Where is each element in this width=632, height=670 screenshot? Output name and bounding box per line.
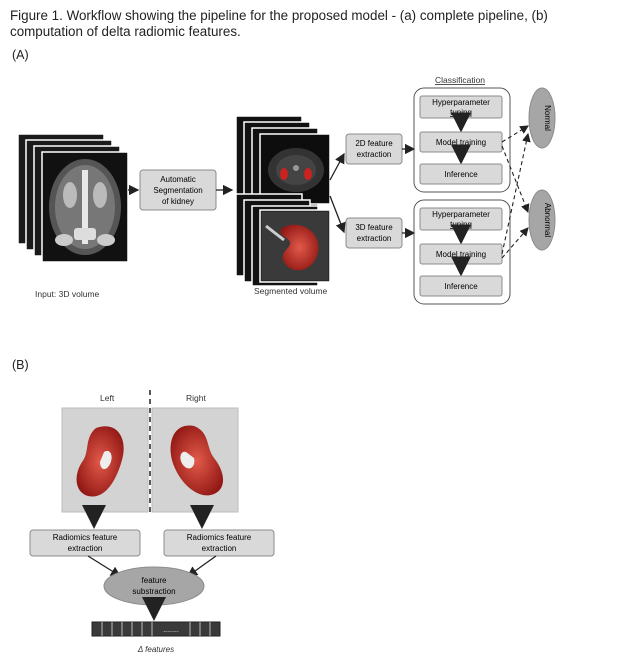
svg-text:extraction: extraction — [68, 544, 103, 553]
input-label: Input: 3D volume — [35, 289, 100, 299]
svg-text:Abnormal: Abnormal — [543, 203, 552, 237]
svg-text:Radiomics feature: Radiomics feature — [53, 533, 118, 542]
svg-text:Model training: Model training — [436, 138, 486, 147]
svg-text:Inference: Inference — [444, 282, 478, 291]
kidney-left-image — [61, 407, 149, 513]
delta-features-label: Δ features — [137, 645, 174, 654]
svg-text:extraction: extraction — [357, 234, 392, 243]
classification-bottom: Hyperparameter tuning Model training Inf… — [413, 199, 511, 305]
svg-text:of kidney: of kidney — [162, 197, 194, 206]
svg-text:Segmentation: Segmentation — [153, 186, 202, 195]
left-label: Left — [100, 393, 115, 403]
svg-text:tuning: tuning — [450, 220, 472, 229]
panel-a-label: (A) — [12, 48, 29, 62]
radiomics-left-box: Radiomics feature extraction — [29, 529, 141, 557]
segmented-stack-bottom — [235, 193, 331, 287]
svg-text:extraction: extraction — [357, 150, 392, 159]
svg-text:3D feature: 3D feature — [355, 223, 393, 232]
svg-text:Normal: Normal — [543, 105, 552, 131]
feature-3d-box: 3D feature extraction — [345, 217, 403, 249]
svg-text:tuning: tuning — [450, 108, 472, 117]
segmented-label: Segmented volume — [254, 286, 328, 296]
dashed-outcome-arrows — [501, 125, 531, 259]
arrow-right-to-sub — [186, 555, 217, 577]
svg-text:extraction: extraction — [202, 544, 237, 553]
svg-text:Automatic: Automatic — [160, 175, 196, 184]
segmented-stack-top — [235, 115, 331, 209]
arrow-left-to-sub — [87, 555, 122, 577]
input-ct-stack — [17, 133, 129, 263]
svg-text:Inference: Inference — [444, 170, 478, 179]
radiomics-right-box: Radiomics feature extraction — [163, 529, 275, 557]
normal-ellipse: Normal — [528, 87, 556, 149]
abnormal-ellipse: Abnormal — [528, 189, 556, 251]
classification-top: Hyperparameter tuning Model training Inf… — [413, 87, 511, 193]
classification-title: Classification — [435, 75, 485, 85]
segmentation-box: Automatic Segmentation of kidney — [139, 169, 217, 211]
svg-text:Hyperparameter: Hyperparameter — [432, 210, 490, 219]
svg-text:feature: feature — [142, 576, 167, 585]
svg-text:Radiomics feature: Radiomics feature — [187, 533, 252, 542]
svg-text:Hyperparameter: Hyperparameter — [432, 98, 490, 107]
svg-text:........: ........ — [163, 627, 179, 634]
feature-2d-box: 2D feature extraction — [345, 133, 403, 165]
svg-text:2D feature: 2D feature — [355, 139, 393, 148]
svg-text:Model training: Model training — [436, 250, 486, 259]
kidney-right-image — [151, 407, 239, 513]
arrow-to-3d — [329, 195, 346, 234]
svg-text:substraction: substraction — [132, 587, 175, 596]
right-label: Right — [186, 393, 206, 403]
delta-feature-vector: ........ — [91, 621, 221, 637]
arrow-to-2d — [329, 152, 345, 181]
panel-b-label: (B) — [12, 358, 29, 372]
ct-slice-front — [41, 151, 129, 263]
feature-substraction-ellipse: feature substraction — [103, 566, 205, 606]
figure-caption: Figure 1. Workflow showing the pipeline … — [10, 8, 548, 39]
